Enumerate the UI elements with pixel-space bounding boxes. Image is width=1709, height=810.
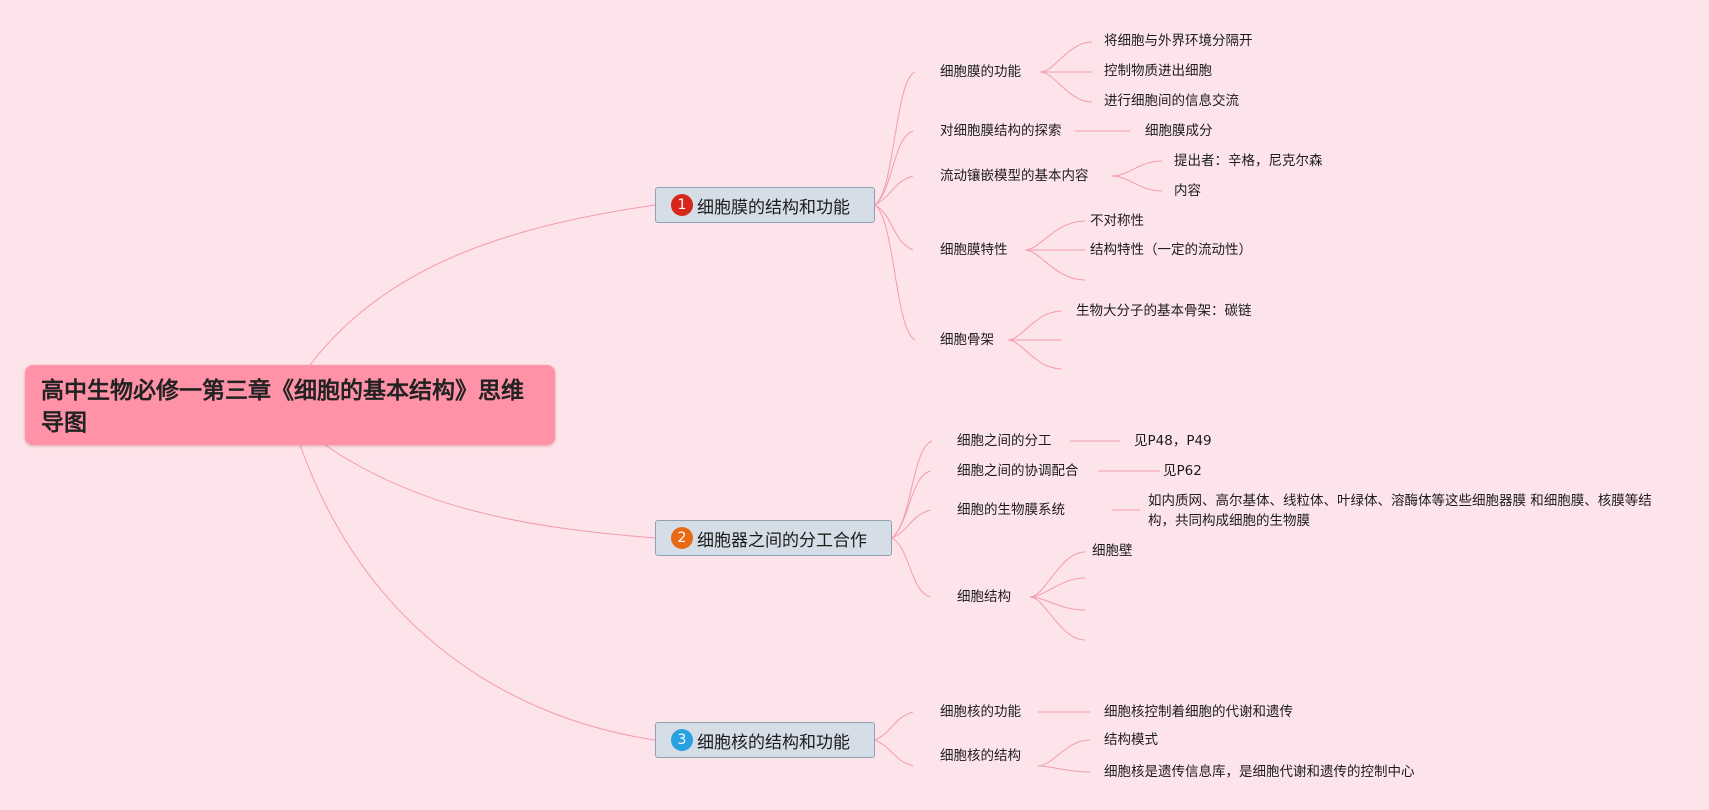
leaf-proposers[interactable]: 提出者：辛格，尼克尔森 <box>1174 153 1323 169</box>
subtopic-division-of-labor[interactable]: 细胞之间的分工 <box>957 433 1052 449</box>
subtopic-membrane-properties[interactable]: 细胞膜特性 <box>940 242 1008 258</box>
main-topic-label: 细胞核的结构和功能 <box>697 732 850 753</box>
number-3-icon: 3 <box>671 729 693 751</box>
subtopic-cell-structure[interactable]: 细胞结构 <box>957 589 1011 605</box>
leaf-cell-wall[interactable]: 细胞壁 <box>1092 543 1133 559</box>
leaf-nucleus-controls[interactable]: 细胞核控制着细胞的代谢和遗传 <box>1104 704 1293 720</box>
leaf-see-p62[interactable]: 见P62 <box>1163 463 1202 479</box>
subtopic-nucleus-function[interactable]: 细胞核的功能 <box>940 704 1021 720</box>
leaf-asymmetry[interactable]: 不对称性 <box>1090 213 1144 229</box>
leaf-see-p48-p49[interactable]: 见P48，P49 <box>1134 433 1212 449</box>
subtopic-coordination[interactable]: 细胞之间的协调配合 <box>957 463 1079 479</box>
subtopic-cytoskeleton[interactable]: 细胞骨架 <box>940 332 994 348</box>
leaf-separate-environment[interactable]: 将细胞与外界环境分隔开 <box>1104 33 1253 49</box>
number-1-icon: 1 <box>671 194 693 216</box>
main-topic-organelles[interactable]: 2 细胞器之间的分工合作 <box>655 520 892 556</box>
main-topic-membrane[interactable]: 1 细胞膜的结构和功能 <box>655 187 875 223</box>
leaf-genetic-library[interactable]: 细胞核是遗传信息库，是细胞代谢和遗传的控制中心 <box>1104 764 1415 780</box>
leaf-carbon-chain[interactable]: 生物大分子的基本骨架：碳链 <box>1076 303 1252 319</box>
leaf-control-material[interactable]: 控制物质进出细胞 <box>1104 63 1212 79</box>
leaf-fluidity[interactable]: 结构特性（一定的流动性） <box>1090 242 1252 258</box>
root-topic[interactable]: 高中生物必修一第三章《细胞的基本结构》思维导图 <box>25 365 555 445</box>
subtopic-nucleus-structure[interactable]: 细胞核的结构 <box>940 748 1021 764</box>
subtopic-membrane-function[interactable]: 细胞膜的功能 <box>940 64 1021 80</box>
leaf-biomembrane-description[interactable]: 如内质网、高尔基体、线粒体、叶绿体、溶酶体等这些细胞器膜 和细胞膜、核膜等结构，… <box>1148 493 1652 529</box>
subtopic-membrane-exploration[interactable]: 对细胞膜结构的探索 <box>940 123 1062 139</box>
leaf-structural-model[interactable]: 结构模式 <box>1104 732 1158 748</box>
main-topic-label: 细胞器之间的分工合作 <box>697 530 867 551</box>
subtopic-biomembrane-system[interactable]: 细胞的生物膜系统 <box>957 502 1065 518</box>
main-topic-label: 细胞膜的结构和功能 <box>697 197 850 218</box>
subtopic-fluid-mosaic-model[interactable]: 流动镶嵌模型的基本内容 <box>940 168 1089 184</box>
number-2-icon: 2 <box>671 527 693 549</box>
leaf-membrane-composition[interactable]: 细胞膜成分 <box>1145 123 1213 139</box>
main-topic-nucleus[interactable]: 3 细胞核的结构和功能 <box>655 722 875 758</box>
leaf-content[interactable]: 内容 <box>1174 183 1201 199</box>
leaf-information-exchange[interactable]: 进行细胞间的信息交流 <box>1104 93 1239 109</box>
